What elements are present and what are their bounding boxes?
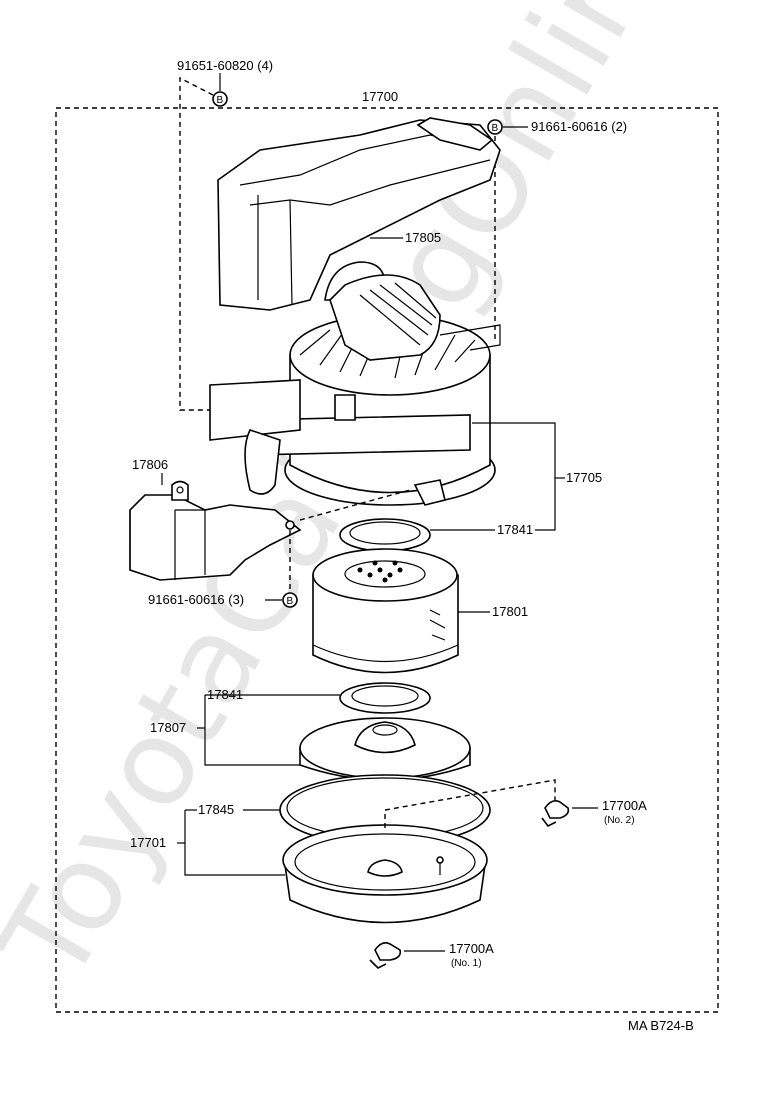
callout-bolt-top-right: 91661-60616 (2) [531, 119, 627, 134]
filter-element [312, 548, 459, 674]
callout-clamp-no1-sub: (No. 1) [451, 958, 482, 969]
callout-body: 17705 [566, 470, 602, 485]
cleaner-case [282, 824, 488, 924]
callout-case: 17701 [130, 835, 166, 850]
bolt-mark-b: B [217, 95, 224, 106]
mounting-bracket: 17806 [129, 457, 302, 581]
bolt-bottom: B 91661-60616 (3) [148, 489, 411, 608]
callout-clamp-no1: 17700A [449, 941, 494, 956]
cleaner-body [209, 261, 501, 506]
bolt-top-right: B 91661-60616 (2) [487, 119, 627, 340]
cap-assembly [299, 717, 471, 781]
callout-seal: 17845 [198, 802, 234, 817]
clamp-no1: 17700A (No. 1) [369, 941, 494, 969]
gasket-lower [339, 682, 431, 714]
callout-element: 17801 [492, 604, 528, 619]
callout-gasket-upper: 17841 [497, 522, 533, 537]
callout-gasket-lower: 17841 [207, 687, 243, 702]
callout-bracket: 17806 [132, 457, 168, 472]
clamp-no2: 17700A (No. 2) [384, 779, 647, 828]
assembly-boundary [55, 107, 719, 1013]
intake-duct [217, 117, 501, 311]
bolt-mark-b: B [287, 596, 294, 607]
diagram-id: MA B724-B [628, 1018, 694, 1033]
callout-bolt-bottom: 91661-60616 (3) [148, 592, 244, 607]
callout-clamp-no2-sub: (No. 2) [604, 815, 635, 826]
callout-duct: 17805 [405, 230, 441, 245]
callout-cap: 17807 [150, 720, 186, 735]
bolt-mark-b: B [492, 123, 499, 134]
assembly-label: 17700 [362, 89, 398, 104]
gasket-upper [339, 518, 431, 552]
callout-clamp-no2: 17700A [602, 798, 647, 813]
callout-bolt-top-left: 91651-60820 (4) [177, 58, 273, 73]
